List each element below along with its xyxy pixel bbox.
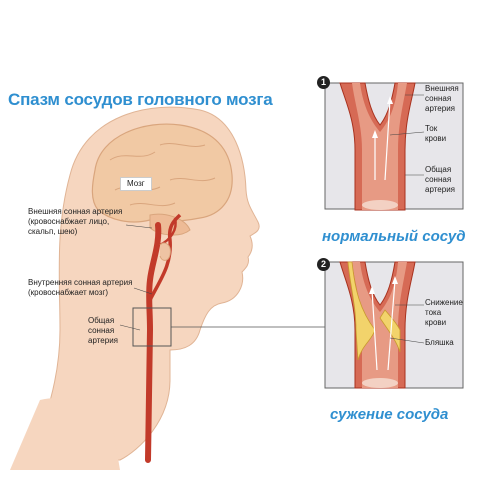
brain bbox=[91, 123, 233, 223]
caption-normal: нормальный сосуд bbox=[322, 228, 466, 245]
panel-normal-common-label: Общая сонная артерия bbox=[425, 165, 455, 194]
panel-narrow-flow-label: Снижение тока крови bbox=[425, 298, 463, 327]
panel-narrow-plaque-label: Бляшка bbox=[425, 338, 454, 347]
panel-normal-flow-label: Ток крови bbox=[425, 124, 447, 143]
panel-normal-external-label: Внешняя сонная артерия bbox=[425, 84, 459, 113]
shoulder bbox=[10, 398, 120, 470]
caption-narrow: сужение сосуда bbox=[330, 406, 449, 423]
panel-narrow-number: 2 bbox=[317, 258, 330, 271]
panel-normal-number: 1 bbox=[317, 76, 330, 89]
page-title: Спазм сосудов головного мозга bbox=[8, 90, 273, 109]
common-artery-label: Общая сонная артерия bbox=[88, 316, 118, 345]
internal-artery-label: Внутренняя сонная артерия (кровоснабжает… bbox=[28, 278, 133, 297]
external-artery-label: Внешняя сонная артерия (кровоснабжает ли… bbox=[28, 207, 123, 236]
carotid-artery bbox=[145, 222, 162, 463]
brain-label: Мозг bbox=[120, 177, 152, 191]
